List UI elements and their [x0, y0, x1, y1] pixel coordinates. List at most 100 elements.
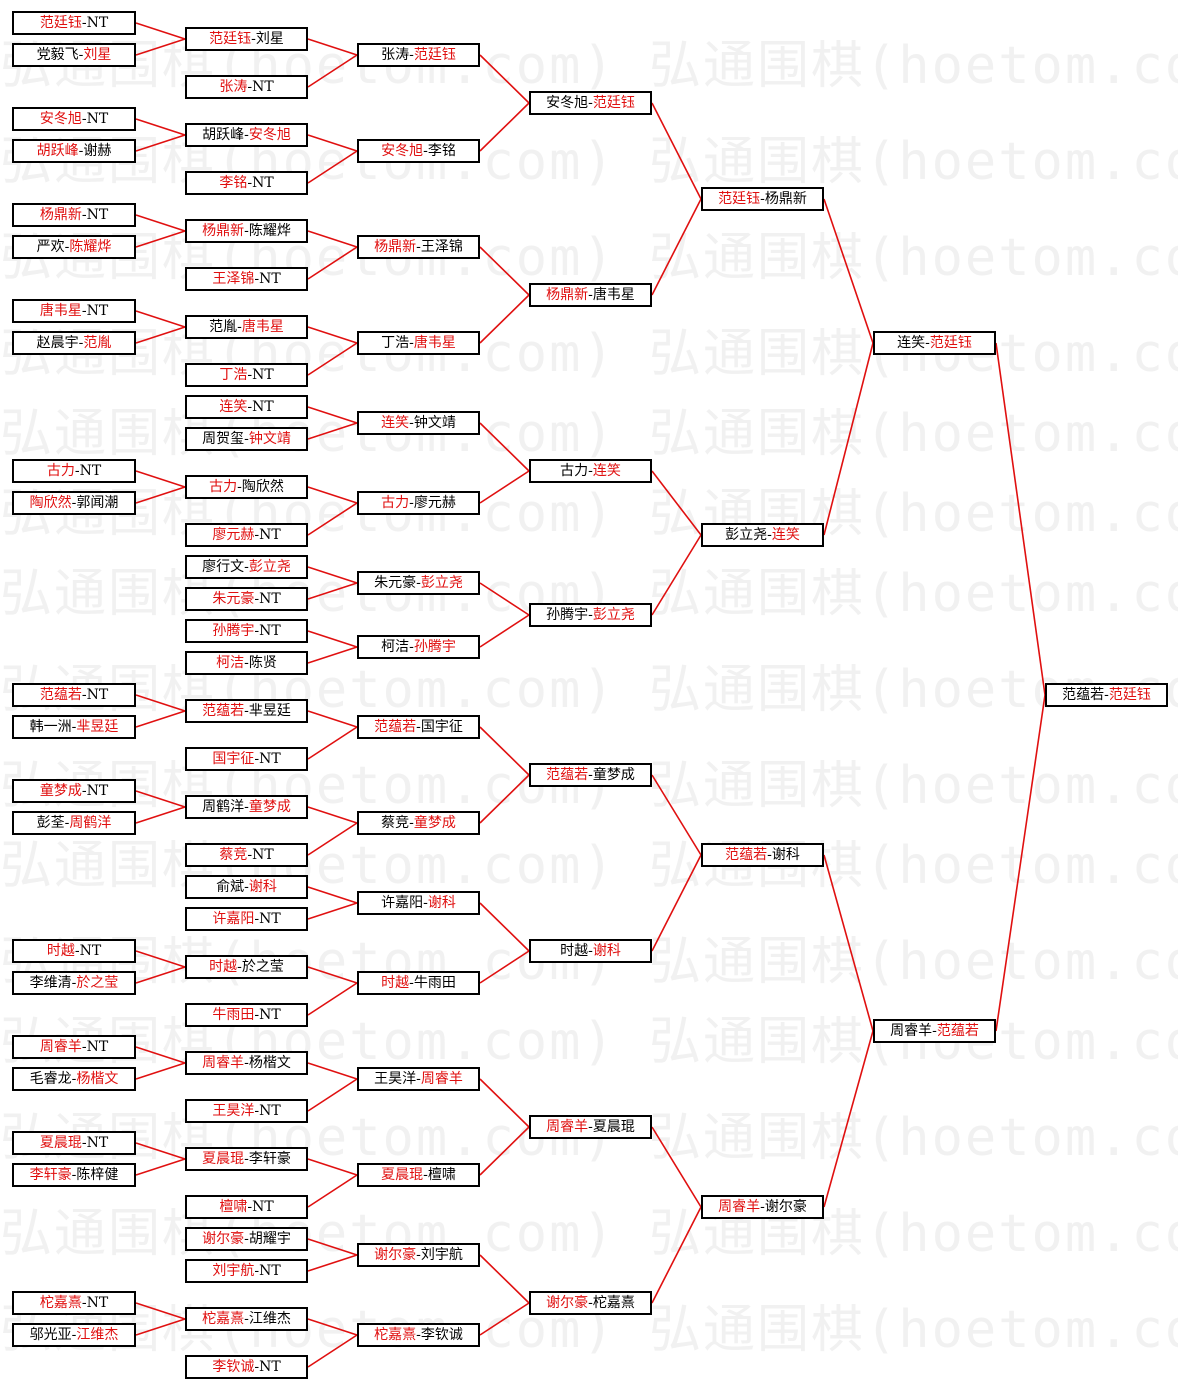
- match-box: 唐韦星-NT: [12, 299, 136, 323]
- match-separator: -: [244, 559, 249, 575]
- match-box: 张涛-范廷钰: [357, 43, 480, 67]
- player-name: 童梦成: [413, 815, 456, 831]
- match-box: 王昊洋-周睿羊: [357, 1067, 480, 1091]
- player-name: NT: [86, 687, 109, 703]
- bracket-connector-line: [135, 950, 186, 968]
- bracket-connector-line: [135, 1302, 186, 1320]
- match-separator: -: [64, 815, 70, 831]
- match-separator: -: [78, 143, 84, 159]
- match-separator: -: [244, 655, 249, 671]
- match-box: 毛睿龙-杨楷文: [12, 1067, 136, 1091]
- player-name: 张涛: [381, 47, 410, 63]
- match-separator: -: [409, 47, 414, 63]
- match-separator: -: [71, 495, 77, 511]
- match-box: 范蕴若-NT: [12, 683, 136, 707]
- match-separator: -: [247, 399, 253, 415]
- bracket-connector-line: [135, 694, 186, 712]
- bracket-connector-line: [307, 806, 358, 824]
- bracket-connector-line: [307, 502, 358, 536]
- bracket-connector-line: [651, 1206, 702, 1304]
- player-name: 彭立尧: [725, 527, 768, 543]
- player-name: 连笑: [897, 335, 926, 351]
- player-name: 丁浩: [219, 367, 248, 383]
- match-separator: -: [247, 847, 253, 863]
- match-separator: -: [71, 975, 77, 991]
- match-box: 范蕴若-谢科: [701, 843, 824, 867]
- bracket-connector-line: [307, 566, 358, 584]
- match-separator: -: [1104, 687, 1109, 703]
- player-name: 王昊洋: [374, 1071, 417, 1087]
- bracket-connector-line: [307, 342, 358, 376]
- match-box: 彭荃-周鹤洋: [12, 811, 136, 835]
- match-separator: -: [81, 111, 87, 127]
- bracket-connector-line: [135, 966, 186, 984]
- bracket-connector-line: [479, 102, 530, 152]
- match-separator: -: [588, 1295, 593, 1311]
- bracket-connector-line: [651, 198, 702, 296]
- player-name: 孙腾宇: [546, 607, 589, 623]
- match-separator: -: [247, 175, 253, 191]
- bracket-connector-line: [307, 230, 358, 248]
- match-box: 柁嘉熹-李钦诚: [357, 1323, 480, 1347]
- player-name: 童梦成: [39, 783, 82, 799]
- player-name: 古力: [560, 463, 589, 479]
- bracket-connector-line: [651, 854, 702, 952]
- match-separator: -: [254, 527, 260, 543]
- player-name: 周睿羊: [546, 1119, 589, 1135]
- match-box: 孙腾宇-彭立尧: [529, 603, 652, 627]
- player-name: 李维清: [29, 975, 72, 991]
- match-separator: -: [416, 719, 421, 735]
- match-separator: -: [254, 623, 260, 639]
- match-box: 周鹤洋-童梦成: [185, 795, 308, 819]
- match-separator: -: [247, 1199, 253, 1215]
- player-name: 丁浩: [381, 335, 410, 351]
- player-name: 谢尔豪: [202, 1231, 245, 1247]
- player-name: 连笑: [381, 415, 410, 431]
- bracket-connector-line: [479, 902, 530, 952]
- bracket-connector-line: [135, 118, 186, 136]
- player-name: 连笑: [771, 527, 800, 543]
- match-separator: -: [409, 415, 414, 431]
- player-name: NT: [79, 943, 102, 959]
- player-name: 周贺玺: [202, 431, 245, 447]
- bracket-connector-line: [135, 214, 186, 232]
- match-separator: -: [244, 127, 249, 143]
- player-name: NT: [252, 847, 274, 863]
- match-box: 孙腾宇-NT: [185, 619, 308, 643]
- bracket-connector-line: [307, 38, 358, 56]
- match-box: 范蕴若-国宇征: [357, 715, 480, 739]
- match-box: 邬光亚-江维杰: [12, 1323, 136, 1347]
- player-name: 毛睿龙: [29, 1071, 72, 1087]
- match-box: 李铭-NT: [185, 171, 308, 195]
- player-name: 牛雨田: [413, 975, 456, 991]
- match-box: 安冬旭-李铭: [357, 139, 480, 163]
- player-name: NT: [259, 1007, 281, 1023]
- match-separator: -: [74, 463, 80, 479]
- player-name: 杨鼎新: [39, 207, 82, 223]
- player-name: NT: [252, 79, 274, 95]
- match-separator: -: [244, 703, 249, 719]
- match-separator: -: [760, 1199, 765, 1215]
- match-separator: -: [237, 319, 242, 335]
- bracket-connector-line: [307, 1158, 358, 1176]
- match-box: 杨鼎新-NT: [12, 203, 136, 227]
- player-name: 邬光亚: [29, 1327, 72, 1343]
- match-box: 时越-於之莹: [185, 955, 308, 979]
- bracket-connector-line: [823, 342, 874, 536]
- match-separator: -: [416, 1247, 421, 1263]
- match-separator: -: [767, 847, 772, 863]
- player-name: 安冬旭: [381, 143, 424, 159]
- bracket-connector-line: [135, 806, 186, 824]
- player-name: 范廷钰: [413, 47, 456, 63]
- match-box: 柁嘉熹-NT: [12, 1291, 136, 1315]
- player-name: 彭立尧: [592, 607, 635, 623]
- match-separator: -: [588, 767, 593, 783]
- player-name: 於之莹: [76, 975, 119, 991]
- match-box: 范蕴若-童梦成: [529, 763, 652, 787]
- player-name: NT: [86, 111, 109, 127]
- player-name: 赵晨宇: [36, 335, 79, 351]
- bracket-connector-line: [479, 470, 530, 504]
- match-separator: -: [588, 607, 593, 623]
- player-name: 柁嘉熹: [39, 1295, 82, 1311]
- match-box: 柯洁-孙腾宇: [357, 635, 480, 659]
